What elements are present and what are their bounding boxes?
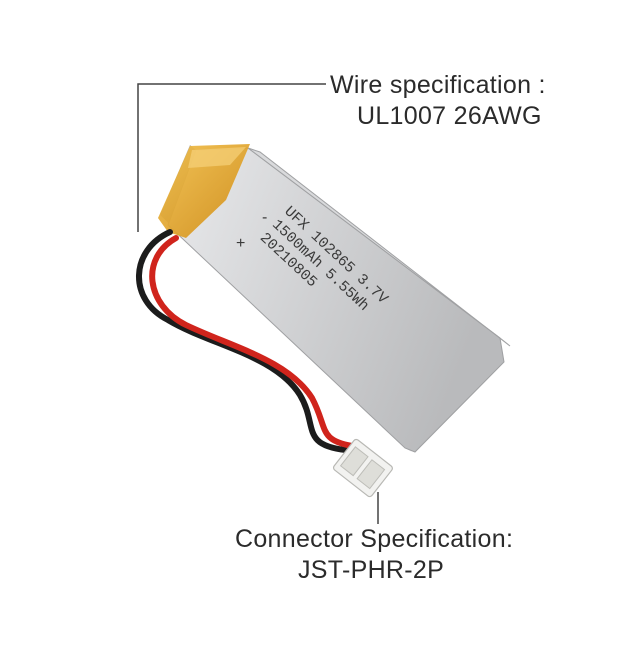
kapton-tape — [158, 144, 250, 238]
wire-spec-value: UL1007 26AWG — [357, 102, 542, 130]
wire-callout-leader — [137, 83, 326, 232]
negative-terminal-mark: - — [262, 209, 267, 226]
kapton-tape-highlight — [188, 147, 246, 168]
battery-end-rim — [247, 147, 511, 347]
positive-terminal-mark: + — [236, 235, 245, 252]
jst-connector — [332, 438, 393, 498]
wire-spec-heading: Wire specification : — [330, 71, 546, 99]
connector-spec-value: JST-PHR-2P — [298, 556, 445, 584]
black-wire — [136, 229, 349, 453]
connector-spec-heading: Connector Specification: — [235, 525, 514, 553]
red-wire — [149, 235, 355, 449]
